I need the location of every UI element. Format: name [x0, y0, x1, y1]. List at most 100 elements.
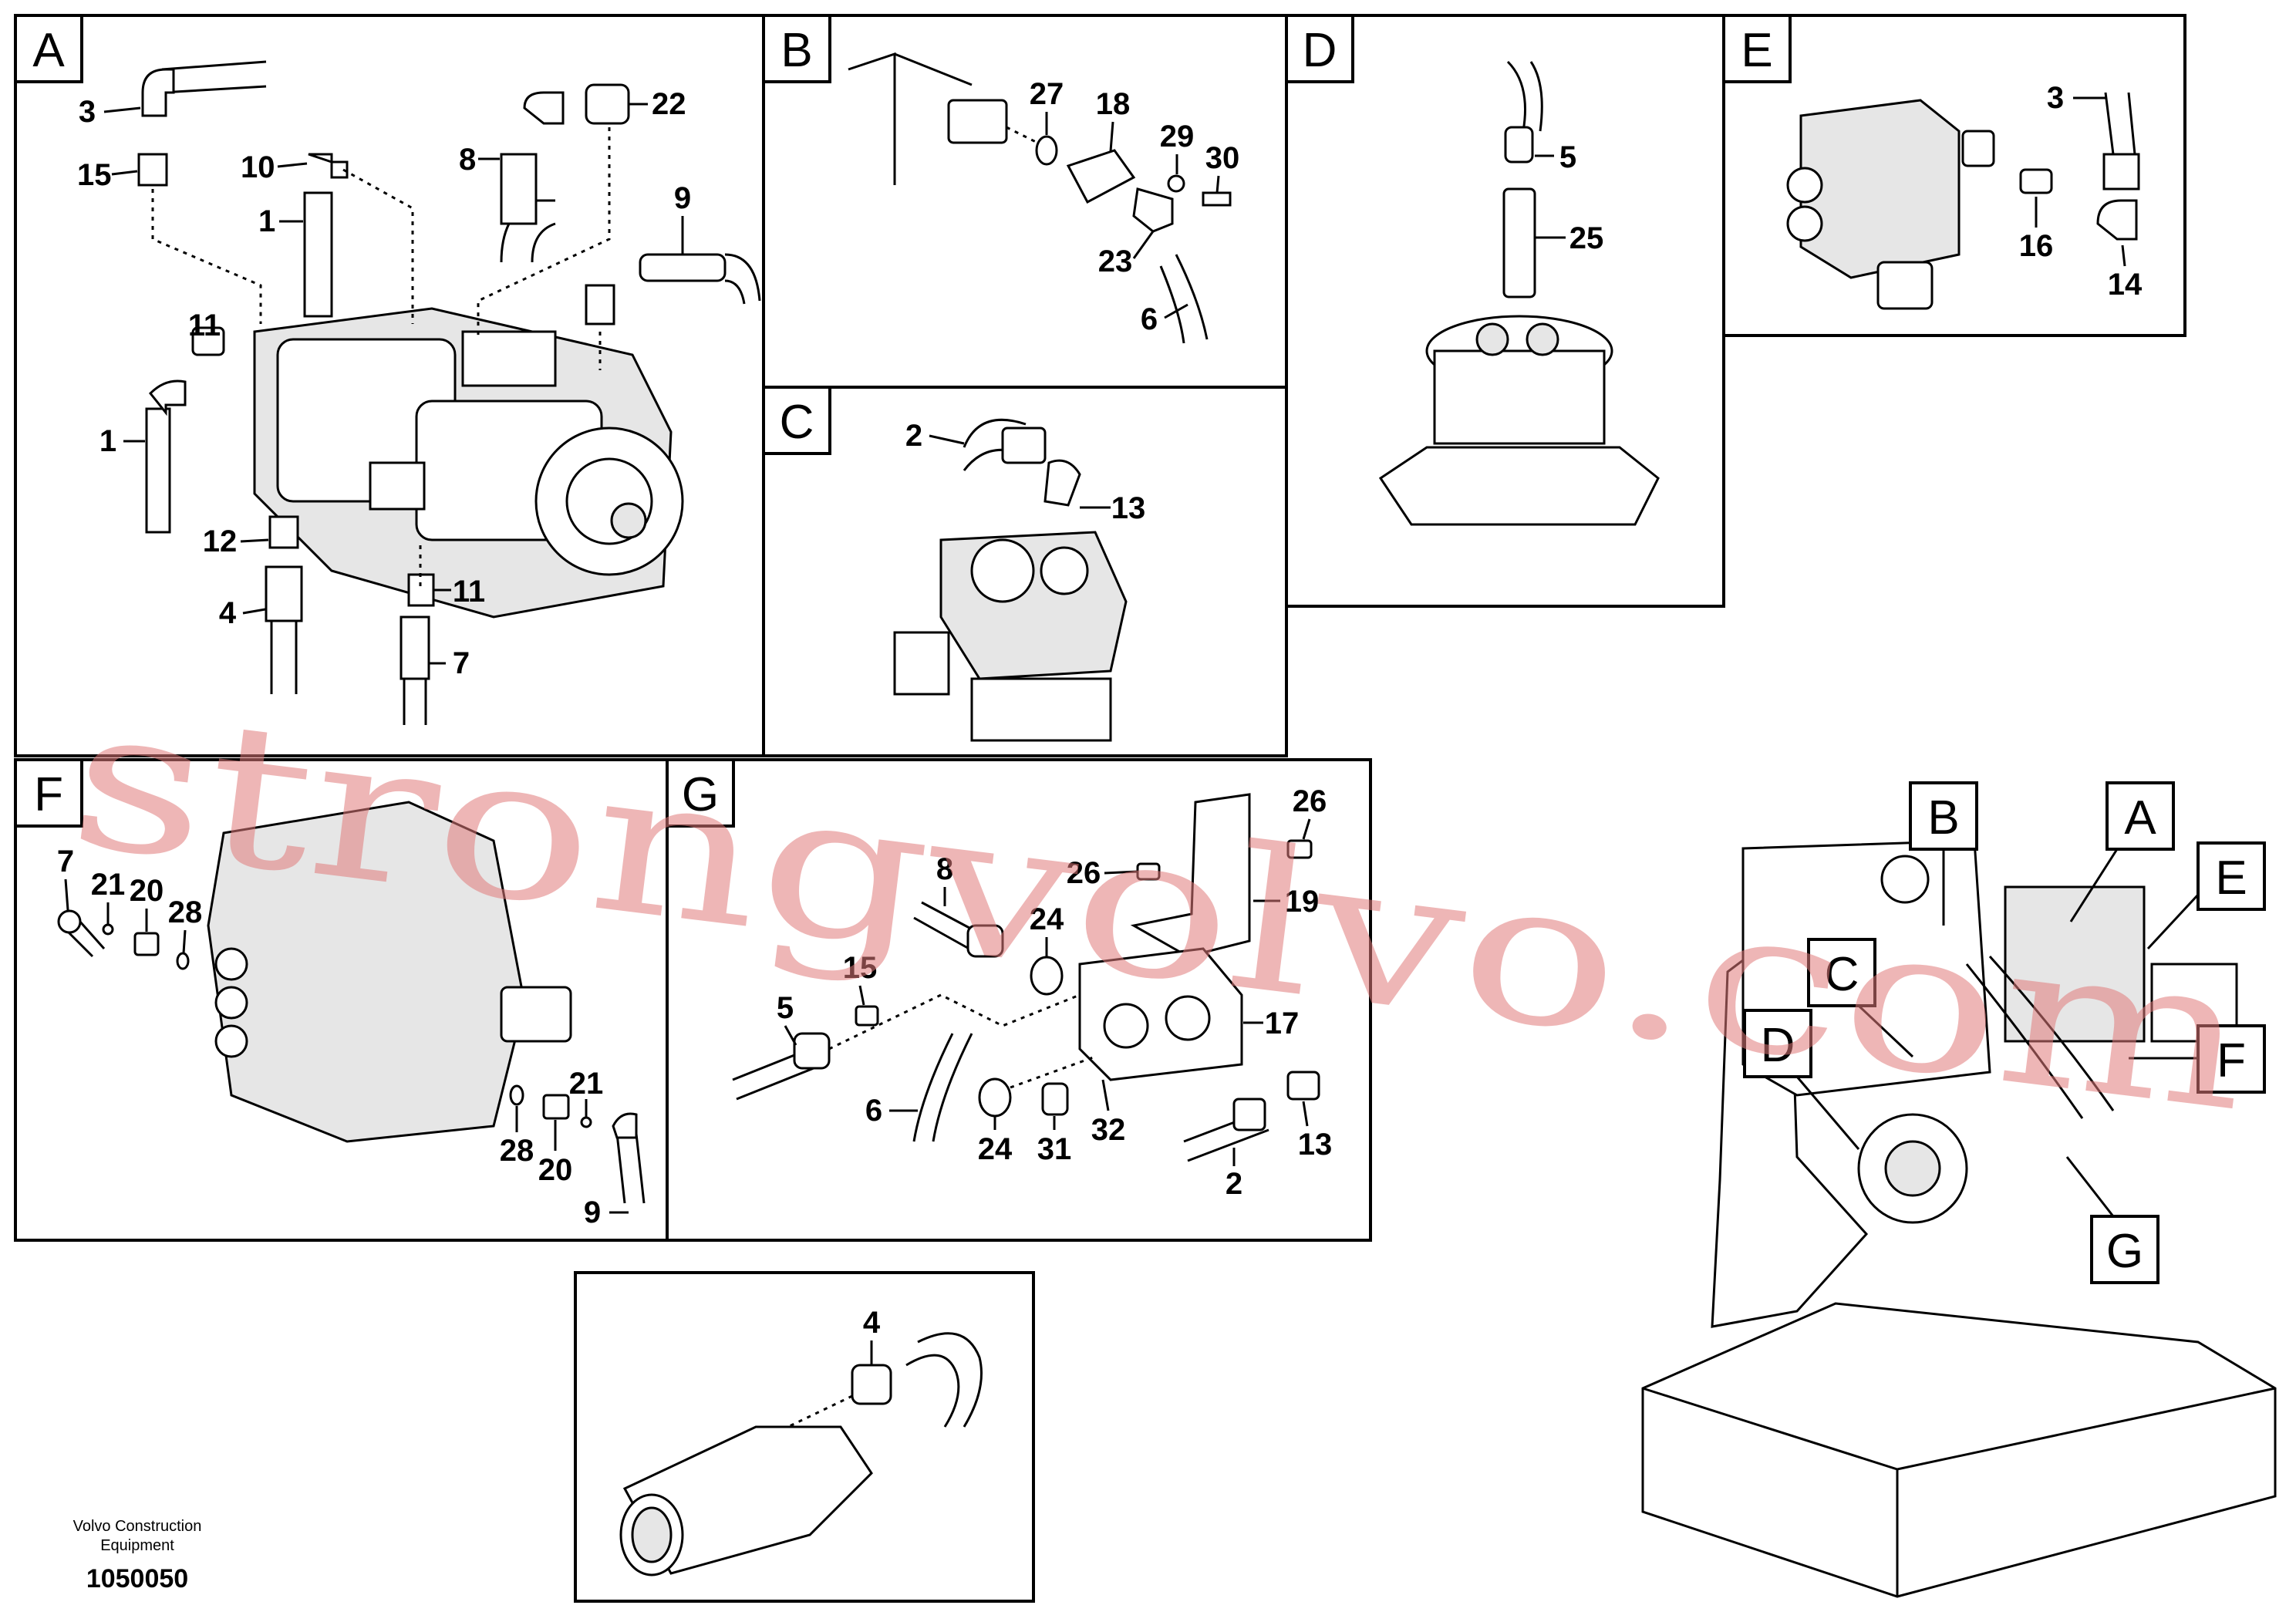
- part-label: 3: [2047, 81, 2064, 115]
- part-label: 2: [905, 419, 922, 453]
- part-label: 28: [168, 895, 203, 929]
- panel-letter-text: C: [780, 396, 814, 449]
- panel-letter-text: A: [32, 24, 65, 77]
- panel-letter-text: B: [781, 24, 812, 77]
- panel-a-drawing: [137, 60, 761, 725]
- part-label: 10: [241, 150, 275, 184]
- part-label: 4: [219, 596, 237, 630]
- footer: Volvo Construction Equipment 1050050: [73, 1518, 202, 1593]
- panel-bottom-drawing: [619, 1332, 983, 1576]
- panel-b-labels: 27 18 29 30 23 6: [1030, 77, 1240, 336]
- panel-letter-B: B: [762, 14, 831, 83]
- part-label: 13: [1298, 1128, 1333, 1162]
- drawing-number: 1050050: [86, 1564, 188, 1593]
- overview-machine-drawing: [1641, 839, 2277, 1598]
- part-label: 24: [1030, 902, 1064, 936]
- callout-letter: G: [2106, 1225, 2143, 1278]
- part-label: 5: [777, 991, 794, 1025]
- part-label: 1: [99, 424, 116, 458]
- callout-F: F: [2129, 1024, 2266, 1094]
- callout-D: D: [1743, 1009, 1860, 1150]
- part-label: 7: [453, 646, 470, 680]
- panel-c-labels: 2 13: [905, 419, 1145, 525]
- part-label: 5: [1559, 140, 1576, 174]
- part-label: 12: [203, 524, 238, 558]
- callout-letter: A: [2124, 791, 2156, 845]
- callout-letter: B: [1927, 791, 1959, 845]
- part-label: 21: [569, 1067, 604, 1101]
- part-label: 29: [1160, 120, 1195, 153]
- panel-letter-text: D: [1303, 24, 1337, 77]
- part-label: 31: [1037, 1132, 1072, 1166]
- part-label: 13: [1111, 491, 1146, 525]
- panel-letter-text: G: [682, 768, 719, 821]
- part-label: 11: [453, 575, 485, 609]
- callout-letter: E: [2215, 851, 2247, 905]
- part-label: 20: [130, 874, 164, 908]
- part-label: 8: [459, 143, 476, 177]
- panel-letter-D: D: [1285, 14, 1354, 83]
- panel-letter-text: F: [34, 768, 63, 821]
- callout-E: E: [2146, 841, 2266, 950]
- callout-G: G: [2065, 1156, 2159, 1284]
- part-label: 7: [57, 845, 74, 878]
- callout-B: B: [1909, 781, 1978, 926]
- part-label: 17: [1265, 1007, 1300, 1040]
- panel-b-drawing: [848, 52, 1232, 344]
- panel-letter-text: E: [1741, 24, 1772, 77]
- part-label: 24: [978, 1132, 1013, 1166]
- part-label: 4: [863, 1306, 881, 1340]
- part-label: 28: [500, 1134, 534, 1168]
- callout-letter: D: [1761, 1019, 1795, 1072]
- part-label: 19: [1285, 885, 1320, 919]
- part-label: 32: [1091, 1113, 1126, 1147]
- panel-e-labels: 3 16 14: [2019, 81, 2143, 302]
- panel-g-drawing: [732, 793, 1320, 1162]
- part-label: 20: [538, 1153, 573, 1187]
- callout-C: C: [1807, 938, 1914, 1058]
- panel-bottom-labels: 4: [863, 1306, 881, 1365]
- part-label: 15: [77, 158, 112, 192]
- part-label: 15: [843, 951, 878, 985]
- part-label: 8: [936, 852, 953, 886]
- footer-company-line1: Volvo Construction: [73, 1518, 202, 1535]
- part-label: 6: [865, 1094, 882, 1128]
- part-label: 9: [584, 1195, 601, 1229]
- panel-a-labels: 3 22 15 10 8 9 1 11 1 12 4 11 7: [77, 87, 691, 680]
- panel-letter-G: G: [666, 758, 735, 828]
- panel-letter-A: A: [14, 14, 83, 83]
- callout-A: A: [2069, 781, 2175, 922]
- part-label: 27: [1030, 77, 1064, 111]
- panel-e-drawing: [1786, 92, 2140, 310]
- part-label: 23: [1098, 244, 1133, 278]
- part-label: 2: [1226, 1167, 1242, 1201]
- panel-d-labels: 5 25: [1535, 140, 1603, 255]
- callout-letter: F: [2217, 1034, 2246, 1088]
- panel-frames: [14, 14, 2186, 1603]
- panel-f-drawing: [57, 801, 646, 1204]
- panel-d-drawing: [1378, 60, 1660, 526]
- panel-f-labels: 7 21 20 28 21 28 20 9: [57, 845, 629, 1229]
- part-label: 9: [674, 181, 691, 215]
- part-label: 11: [188, 309, 221, 342]
- panel-letter-F: F: [14, 758, 83, 828]
- part-label: 3: [79, 95, 96, 129]
- panel-letter-C: C: [762, 386, 831, 455]
- part-label: 25: [1569, 221, 1604, 255]
- overview-callouts: B A E C D F G: [1743, 781, 2266, 1284]
- footer-company-line2: Equipment: [100, 1537, 174, 1554]
- part-label: 14: [2108, 268, 2143, 302]
- part-label: 16: [2019, 229, 2054, 263]
- part-label: 18: [1096, 87, 1131, 121]
- part-label: 26: [1293, 784, 1327, 818]
- part-label: 21: [91, 868, 126, 902]
- panel-letter-E: E: [1722, 14, 1792, 83]
- panel-g-labels: 26 8 26 19 24 15 5 17 6 24 31 32 13 2: [777, 784, 1332, 1201]
- part-label: 22: [652, 87, 686, 121]
- part-label: 30: [1205, 141, 1240, 175]
- part-label: 26: [1067, 856, 1101, 890]
- part-label: 6: [1141, 302, 1158, 336]
- callout-letter: C: [1825, 948, 1859, 1001]
- part-label: 1: [258, 204, 275, 238]
